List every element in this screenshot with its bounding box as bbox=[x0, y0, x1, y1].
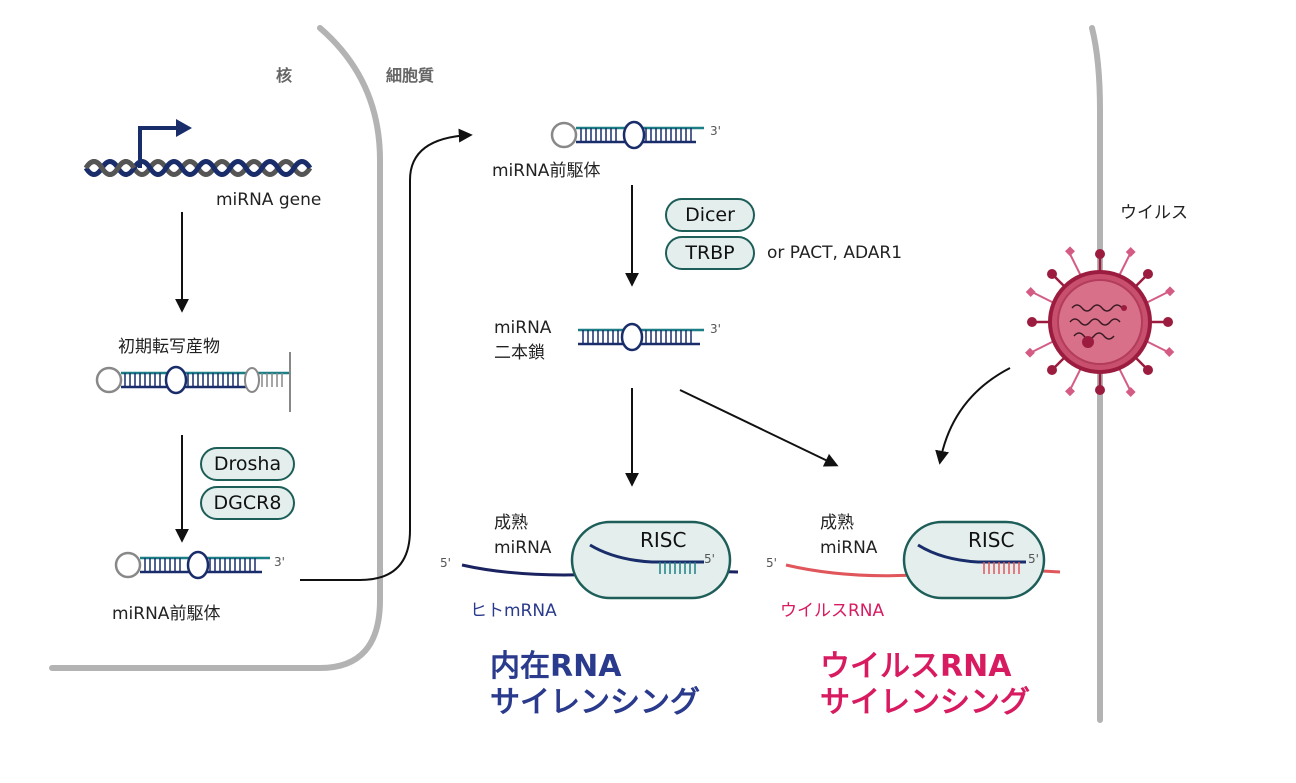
duplex-3prime: 3' bbox=[710, 322, 721, 336]
cytoplasm-precursor-3prime: 3' bbox=[710, 124, 721, 138]
arrow-virus-to-risc bbox=[935, 367, 1011, 465]
viral-target-5prime: 5' bbox=[766, 556, 777, 570]
dna-helix bbox=[83, 159, 313, 177]
viral-silencing-title-line2: サイレンシング bbox=[820, 685, 1030, 720]
primary-transcript-label: 初期転写産物 bbox=[118, 337, 220, 357]
dgcr8-pill: DGCR8 bbox=[200, 486, 295, 520]
nuclear-precursor-label: miRNA前駆体 bbox=[112, 604, 221, 624]
gene-label: miRNA gene bbox=[216, 190, 322, 210]
primary-transcript-hairpin bbox=[95, 352, 291, 412]
viral-mirna-5prime: 5' bbox=[1028, 552, 1039, 566]
arrow-duplex-to-virus-risc bbox=[679, 389, 839, 467]
cell-membrane bbox=[1089, 25, 1103, 723]
viral-risc-complex bbox=[902, 520, 1046, 600]
endogenous-silencing-title-line1: 内在RNA bbox=[490, 649, 622, 684]
drosha-pill: Drosha bbox=[200, 447, 295, 481]
viral-mature-line1: 成熟 bbox=[820, 513, 854, 533]
promoter-arrow bbox=[138, 126, 178, 168]
endogenous-silencing-title-line2: サイレンシング bbox=[490, 685, 700, 720]
nuclear-membrane bbox=[49, 25, 383, 671]
dicer-pill: Dicer bbox=[665, 198, 755, 232]
export-arrow bbox=[300, 128, 473, 581]
viral-risc-label: RISC bbox=[968, 528, 1015, 552]
human-mature-line1: 成熟 bbox=[494, 513, 528, 533]
virus-label: ウイルス bbox=[1120, 203, 1188, 223]
duplex-label-line2: 二本鎖 bbox=[494, 343, 545, 363]
cytoplasm-precursor-hairpin bbox=[550, 120, 704, 150]
viral-mature-line2: miRNA bbox=[820, 538, 878, 558]
virus-particle bbox=[1025, 246, 1175, 397]
viral-silencing-title-line1: ウイルスRNA bbox=[820, 649, 1012, 684]
duplex-label-line1: miRNA bbox=[494, 318, 552, 338]
human-mirna-5prime: 5' bbox=[704, 552, 715, 566]
nucleus-label: 核 bbox=[276, 66, 293, 85]
trbp-pill: TRBP bbox=[665, 236, 755, 270]
viral-rna-label: ウイルスRNA bbox=[780, 601, 885, 621]
human-mrna-label: ヒトmRNA bbox=[470, 601, 557, 621]
cytoplasm-precursor-label: miRNA前駆体 bbox=[492, 161, 601, 181]
mirna-duplex bbox=[578, 322, 704, 352]
nuclear-precursor-3prime: 3' bbox=[274, 555, 285, 569]
enzyme-alternatives: or PACT, ADAR1 bbox=[767, 243, 903, 263]
human-risc-complex bbox=[570, 520, 732, 600]
human-mature-line2: miRNA bbox=[494, 538, 552, 558]
human-target-5prime: 5' bbox=[440, 556, 451, 570]
cytoplasm-label: 細胞質 bbox=[386, 66, 435, 85]
human-risc-label: RISC bbox=[640, 528, 687, 552]
nuclear-precursor-hairpin bbox=[114, 550, 270, 580]
